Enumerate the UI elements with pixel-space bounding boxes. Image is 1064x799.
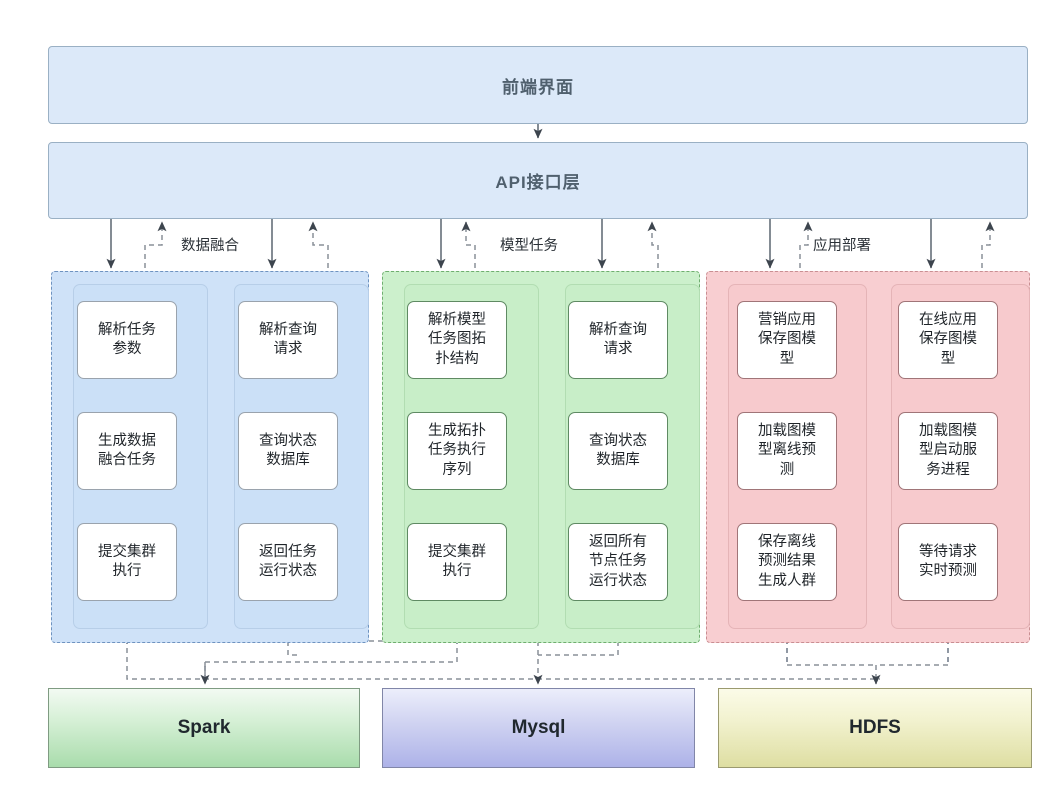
node-model-query-1[interactable]: 解析查询请求 <box>568 301 668 379</box>
node-fusion-query-3[interactable]: 返回任务运行状态 <box>238 523 338 601</box>
wire-model-exec-to-api <box>461 221 476 268</box>
node-offline-app-3[interactable]: 保存离线预测结果生成人群 <box>737 523 837 601</box>
node-offline-app-2[interactable]: 加载图模型离线预测 <box>737 412 837 490</box>
wire-fusion-exec-to-api <box>144 221 167 268</box>
flow-label-model-task: 模型任务 <box>500 238 558 254</box>
flow-label-data-fusion: 数据融合 <box>181 238 239 254</box>
node-offline-app-1[interactable]: 营销应用保存图模型 <box>737 301 837 379</box>
node-fusion-exec-3[interactable]: 提交集群执行 <box>77 523 177 601</box>
node-online-app-2[interactable]: 加载图模型启动服务进程 <box>898 412 998 490</box>
store-spark[interactable]: Spark <box>48 688 360 768</box>
wire-online-app-to-api <box>981 221 995 268</box>
route-model-exec-down <box>204 648 458 679</box>
node-model-exec-3[interactable]: 提交集群执行 <box>407 523 507 601</box>
node-fusion-exec-1[interactable]: 解析任务参数 <box>77 301 177 379</box>
route-model-query-to-mysql <box>538 641 619 656</box>
route-fusion-query-h <box>287 641 300 656</box>
node-model-query-3[interactable]: 返回所有节点任务运行状态 <box>568 523 668 601</box>
wire-offline-app-to-api <box>799 221 813 268</box>
store-hdfs[interactable]: HDFS <box>718 688 1032 768</box>
wire-model-query-to-api <box>647 221 659 268</box>
banner-frontend[interactable]: 前端界面 <box>48 46 1028 124</box>
node-model-exec-2[interactable]: 生成拓扑任务执行序列 <box>407 412 507 490</box>
node-fusion-query-1[interactable]: 解析查询请求 <box>238 301 338 379</box>
node-fusion-query-2[interactable]: 查询状态数据库 <box>238 412 338 490</box>
node-model-exec-1[interactable]: 解析模型任务图拓扑结构 <box>407 301 507 379</box>
route-to-spark-left <box>126 648 880 680</box>
node-model-query-2[interactable]: 查询状态数据库 <box>568 412 668 490</box>
wire-fusion-query-to-api <box>308 221 329 268</box>
node-online-app-1[interactable]: 在线应用保存图模型 <box>898 301 998 379</box>
node-online-app-3[interactable]: 等待请求实时预测 <box>898 523 998 601</box>
banner-api[interactable]: API接口层 <box>48 142 1028 219</box>
store-mysql[interactable]: Mysql <box>382 688 695 768</box>
node-fusion-exec-2[interactable]: 生成数据融合任务 <box>77 412 177 490</box>
flow-label-app-deploy: 应用部署 <box>813 238 871 254</box>
